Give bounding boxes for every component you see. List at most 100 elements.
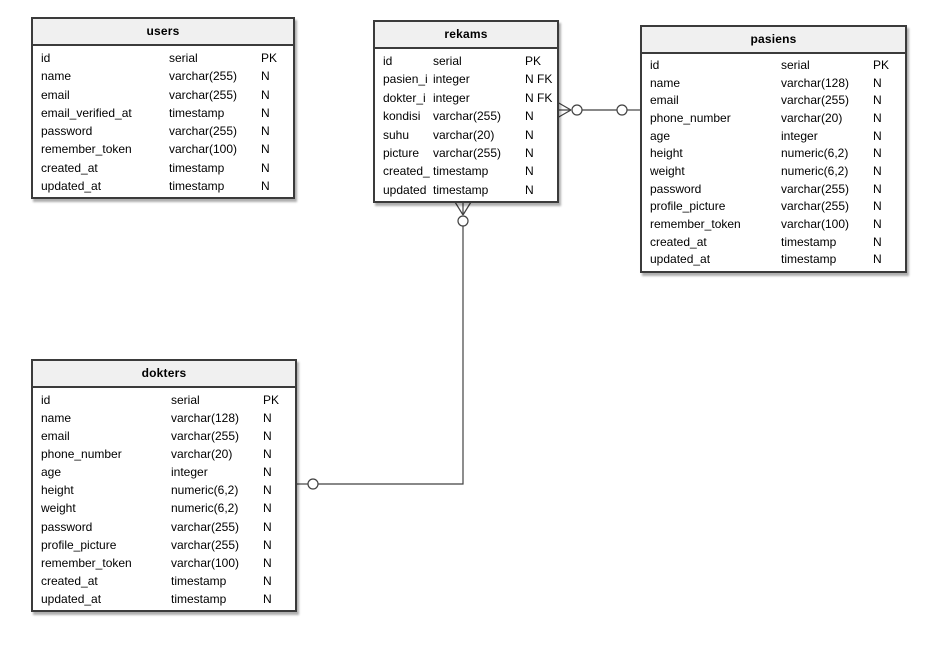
column-name: password	[650, 181, 702, 196]
column-name: remember_token	[41, 142, 132, 157]
column-type: timestamp	[781, 252, 837, 267]
zero-cardinality-marker	[307, 478, 319, 490]
column-flags: N	[263, 519, 272, 534]
column-flags: N	[873, 128, 882, 143]
column-name: password	[41, 124, 93, 138]
column-type: varchar(255)	[433, 145, 502, 160]
column-name: suhu	[383, 127, 410, 142]
column-type: varchar(100)	[171, 555, 240, 570]
column-flags: N	[525, 145, 534, 160]
column-name: id	[383, 54, 393, 68]
entity-title: rekams	[375, 22, 557, 49]
column-type: timestamp	[781, 234, 837, 249]
zero-cardinality-marker	[616, 104, 628, 116]
column-type: varchar(255)	[781, 199, 850, 214]
column-type: serial	[781, 58, 810, 72]
entity-title: dokters	[33, 361, 295, 388]
column-row: weight numeric(6,2) N	[642, 163, 905, 181]
relationship-rekams-to-pasiens[interactable]	[556, 101, 641, 119]
crowsfoot-many-marker	[556, 101, 572, 119]
column-flags: N	[525, 127, 534, 142]
column-name: name	[650, 75, 681, 90]
crowsfoot-many-marker	[454, 201, 472, 216]
column-type: varchar(100)	[169, 142, 238, 157]
column-flags: N	[263, 465, 272, 480]
column-type: varchar(255)	[169, 69, 238, 84]
column-type: varchar(128)	[781, 75, 850, 90]
entity-title: users	[33, 19, 293, 46]
column-name: created_	[383, 164, 430, 179]
column-name: age	[41, 465, 62, 480]
column-flags: N	[873, 252, 882, 267]
column-type: serial	[171, 393, 200, 407]
column-name: updated_at	[41, 178, 102, 193]
column-name: phone_number	[650, 111, 731, 126]
column-flags: N	[525, 109, 534, 124]
column-type: varchar(255)	[171, 537, 240, 552]
column-flags: PK	[873, 58, 890, 72]
column-type: timestamp	[171, 573, 227, 588]
column-name: id	[41, 393, 51, 407]
column-type: timestamp	[169, 105, 225, 120]
column-name: height	[650, 146, 683, 161]
column-name: email	[650, 93, 679, 108]
column-flags: N	[873, 164, 882, 179]
column-name: email_verified_at	[41, 105, 132, 120]
column-name: weight	[650, 164, 685, 179]
column-type: varchar(255)	[171, 429, 240, 444]
column-flags: N FK	[525, 90, 553, 105]
column-type: varchar(255)	[781, 181, 850, 196]
column-flags: N	[263, 429, 272, 444]
column-flags: N	[263, 411, 272, 426]
column-flags: N	[263, 573, 272, 588]
relationship-rekams-to-dokters[interactable]	[296, 201, 472, 490]
column-name: profile_picture	[650, 199, 726, 214]
column-name: id	[650, 58, 660, 72]
column-name: age	[650, 128, 671, 143]
column-row: suhu varchar(20) N	[375, 126, 557, 144]
column-flags: N	[261, 178, 270, 193]
column-type: numeric(6,2)	[171, 501, 239, 516]
zero-cardinality-marker	[457, 215, 469, 227]
column-name: updated_at	[41, 591, 102, 606]
relationship-line	[318, 226, 464, 485]
column-type: integer	[433, 72, 470, 87]
column-type: numeric(6,2)	[781, 164, 849, 179]
column-type: timestamp	[169, 178, 225, 193]
column-flags: N	[261, 160, 270, 175]
column-name: email	[41, 429, 70, 444]
column-name: pasien_i	[383, 72, 428, 87]
column-type: varchar(20)	[433, 127, 495, 142]
column-flags: N	[873, 146, 882, 161]
column-flags: PK	[525, 54, 542, 68]
column-flags: N	[525, 164, 534, 179]
column-name: updated	[383, 182, 427, 197]
column-name: remember_token	[650, 217, 741, 232]
